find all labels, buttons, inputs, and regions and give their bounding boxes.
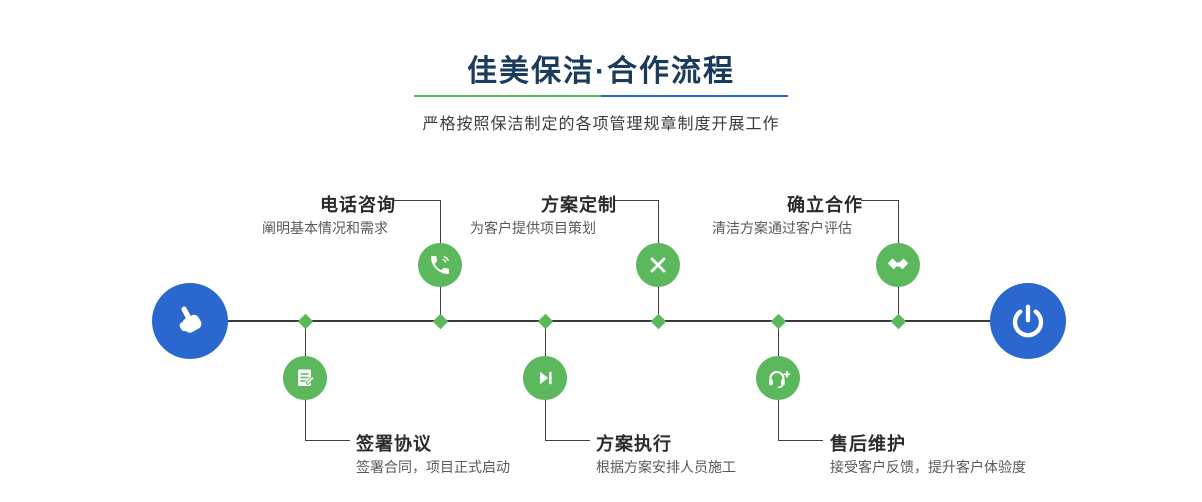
step-circle-cooperation: [876, 243, 920, 287]
connector-line: [545, 440, 590, 441]
connector-line: [778, 400, 779, 441]
step-title: 电话咨询: [320, 195, 396, 215]
step-circle-execution: [523, 356, 567, 400]
timeline-marker-diamond: [432, 313, 449, 330]
page-title: 佳美保洁·合作流程: [467, 55, 735, 88]
connector-line: [658, 287, 659, 321]
connector-line: [861, 200, 898, 201]
power-icon: [1008, 301, 1048, 341]
connector-line: [898, 287, 899, 321]
connector-line: [658, 200, 659, 243]
connector-line: [778, 440, 823, 441]
underline-blue-segment: [601, 95, 788, 97]
connector-line: [440, 287, 441, 321]
connector-line: [305, 400, 306, 441]
connector-line: [898, 200, 899, 243]
step-title: 方案执行: [596, 434, 672, 454]
step-desc: 根据方案安排人员施工: [596, 459, 736, 475]
phone-icon: [428, 253, 452, 277]
step-circle-aftersales: [756, 356, 800, 400]
timeline-marker-diamond: [537, 313, 554, 330]
timeline-marker-diamond: [890, 313, 907, 330]
timeline-marker-diamond: [297, 313, 314, 330]
handshake-icon: [885, 252, 911, 278]
pointing-hand-icon: [170, 301, 210, 341]
step-desc: 为客户提供项目策划: [470, 220, 596, 236]
step-circle-phone: [418, 243, 462, 287]
document-sign-icon: [293, 366, 317, 390]
connector-line: [305, 322, 306, 356]
timeline-axis: [190, 320, 1030, 322]
step-desc: 阐明基本情况和需求: [262, 220, 388, 236]
step-title: 签署协议: [356, 434, 432, 454]
step-title: 确立合作: [787, 195, 863, 215]
step-desc: 清洁方案通过客户评估: [712, 220, 852, 236]
connector-line: [545, 322, 546, 356]
play-icon: [534, 367, 556, 389]
connector-line: [394, 200, 440, 201]
connector-line: [615, 200, 658, 201]
connector-line: [440, 200, 441, 243]
underline-green-segment: [414, 95, 601, 97]
connector-line: [778, 322, 779, 356]
step-title: 方案定制: [541, 195, 617, 215]
timeline-end-node: [990, 283, 1066, 359]
step-title: 售后维护: [830, 434, 906, 454]
step-desc: 接受客户反馈，提升客户体验度: [830, 459, 1026, 475]
pencil-ruler-icon: [646, 253, 670, 277]
title-underline: [414, 95, 788, 97]
connector-line: [545, 400, 546, 441]
timeline-marker-diamond: [770, 313, 787, 330]
step-desc: 签署合同，项目正式启动: [356, 459, 510, 475]
headset-icon: [765, 365, 791, 391]
page-subtitle: 严格按照保洁制定的各项管理规章制度开展工作: [422, 116, 780, 133]
timeline-marker-diamond: [650, 313, 667, 330]
connector-line: [305, 440, 350, 441]
step-circle-plan: [636, 243, 680, 287]
step-circle-agreement: [283, 356, 327, 400]
timeline-start-node: [152, 283, 228, 359]
